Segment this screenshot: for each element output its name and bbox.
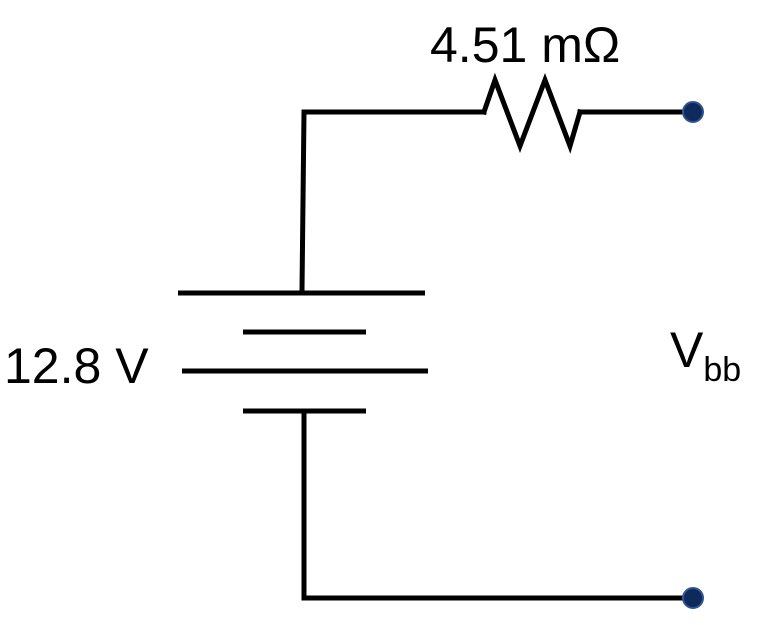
- top-left-wire: [299, 109, 487, 293]
- output-voltage-label: Vbb: [670, 322, 741, 389]
- resistor-label: 4.51 mΩ: [430, 17, 620, 73]
- output-voltage-symbol: V: [670, 322, 704, 378]
- top-terminal: [682, 101, 704, 123]
- resistor-symbol: [480, 72, 584, 154]
- bottom-terminal: [682, 587, 704, 609]
- battery-voltage-label: 12.8 V: [4, 338, 149, 394]
- output-voltage-subscript: bb: [703, 351, 741, 389]
- bottom-wire: [301, 410, 696, 601]
